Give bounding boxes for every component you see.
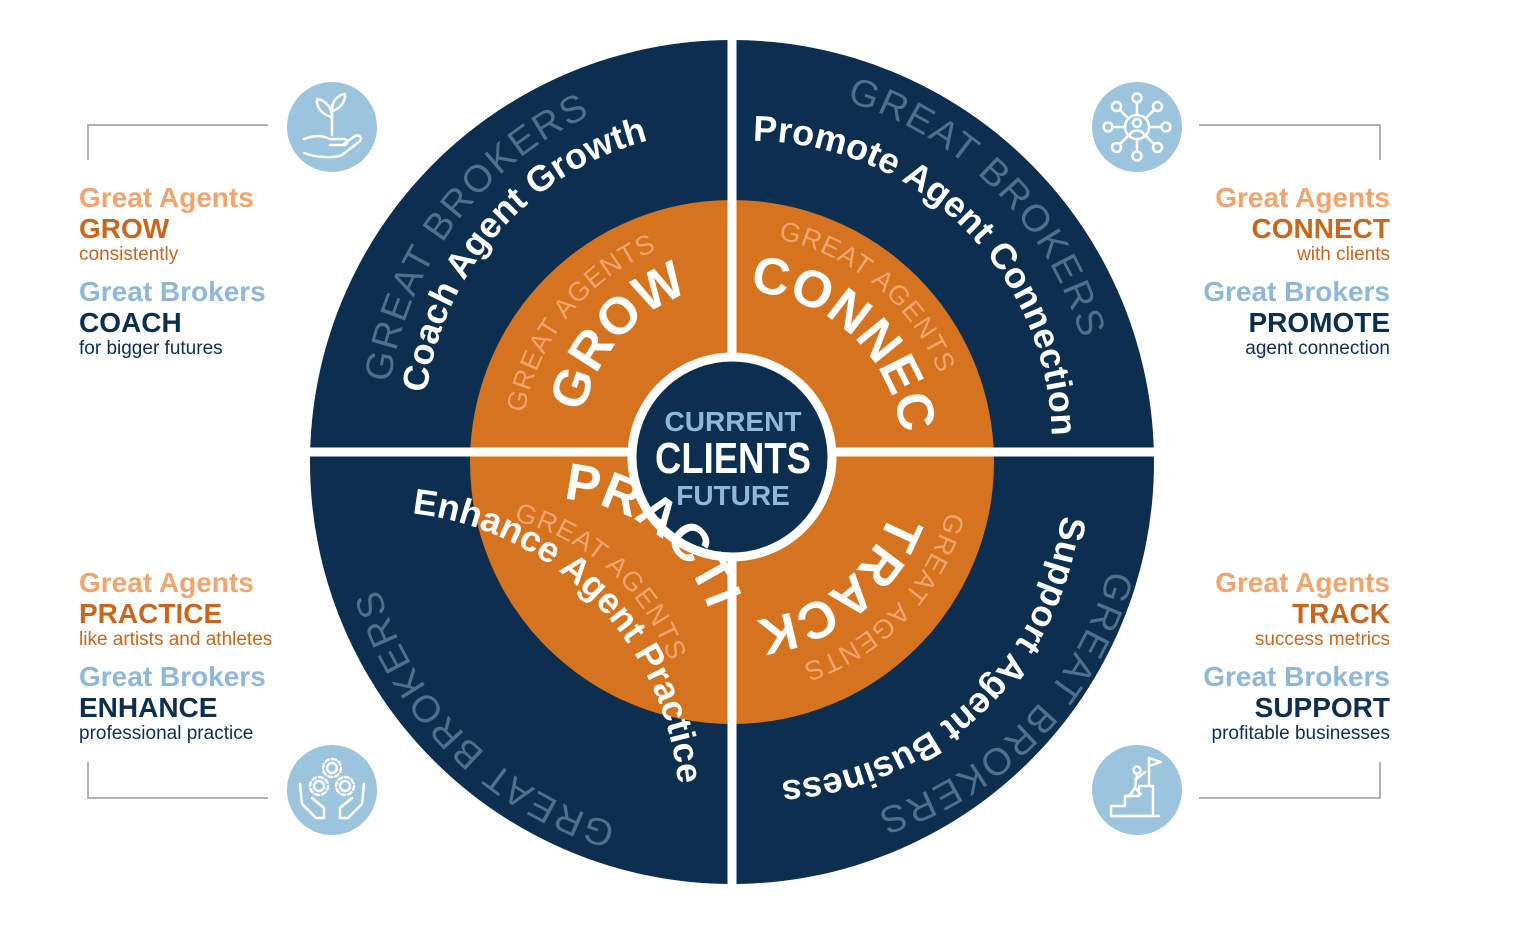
panel-brokers-title: Great Brokers [1203, 661, 1390, 692]
panel-agents-title: Great Agents [1215, 182, 1390, 213]
bracket-top-left [87, 124, 268, 160]
center-clients: CLIENTS [655, 434, 811, 483]
panel-broker-sub: profitable businesses [1211, 723, 1391, 744]
bracket-bottom-right [1199, 762, 1381, 799]
panel-broker-verb: ENHANCE [79, 692, 218, 723]
panel-agent-verb: GROW [79, 213, 170, 244]
hand-plant-icon [287, 82, 377, 172]
panel-agents-title: Great Agents [79, 182, 254, 213]
hands-gears-icon [287, 745, 377, 835]
panel-agent-verb: PRACTICE [79, 598, 223, 629]
bracket-top-right [1199, 124, 1381, 160]
panel-broker-sub: agent connection [1245, 338, 1390, 359]
panel-broker-verb: COACH [79, 307, 182, 338]
center-circle [627, 352, 837, 562]
center-current: CURRENT [665, 406, 802, 437]
panel-agents-title: Great Agents [79, 567, 254, 598]
panel-agent-verb: CONNECT [1251, 213, 1390, 244]
panel-brokers-title: Great Brokers [79, 276, 266, 307]
panel-brokers-title: Great Brokers [79, 661, 266, 692]
panel-brokers-title: Great Brokers [1203, 276, 1390, 307]
panel-agents-title: Great Agents [1215, 567, 1390, 598]
panel-agent-sub: consistently [79, 244, 179, 265]
network-person-icon [1092, 82, 1182, 172]
panel-broker-verb: SUPPORT [1254, 692, 1390, 723]
panel-broker-verb: PROMOTE [1248, 307, 1390, 338]
panel-agent-verb: TRACK [1292, 598, 1390, 629]
stairs-flag-icon [1092, 745, 1182, 835]
bracket-bottom-left [87, 762, 268, 799]
panel-top-left: Great Agents GROW consistently Great Bro… [79, 182, 266, 360]
panel-bottom-left: Great Agents PRACTICE like artists and a… [79, 567, 272, 745]
panel-broker-sub: for bigger futures [79, 338, 223, 359]
panel-agent-sub: success metrics [1254, 629, 1390, 650]
panel-bottom-right: Great Agents TRACK success metrics Great… [1203, 567, 1390, 745]
panel-agent-sub: like artists and athletes [79, 629, 273, 650]
panel-broker-sub: professional practice [79, 723, 254, 744]
panel-agent-sub: with clients [1297, 244, 1390, 265]
center-future: FUTURE [676, 480, 790, 511]
panel-top-right: Great Agents CONNECT with clients Great … [1203, 182, 1390, 360]
